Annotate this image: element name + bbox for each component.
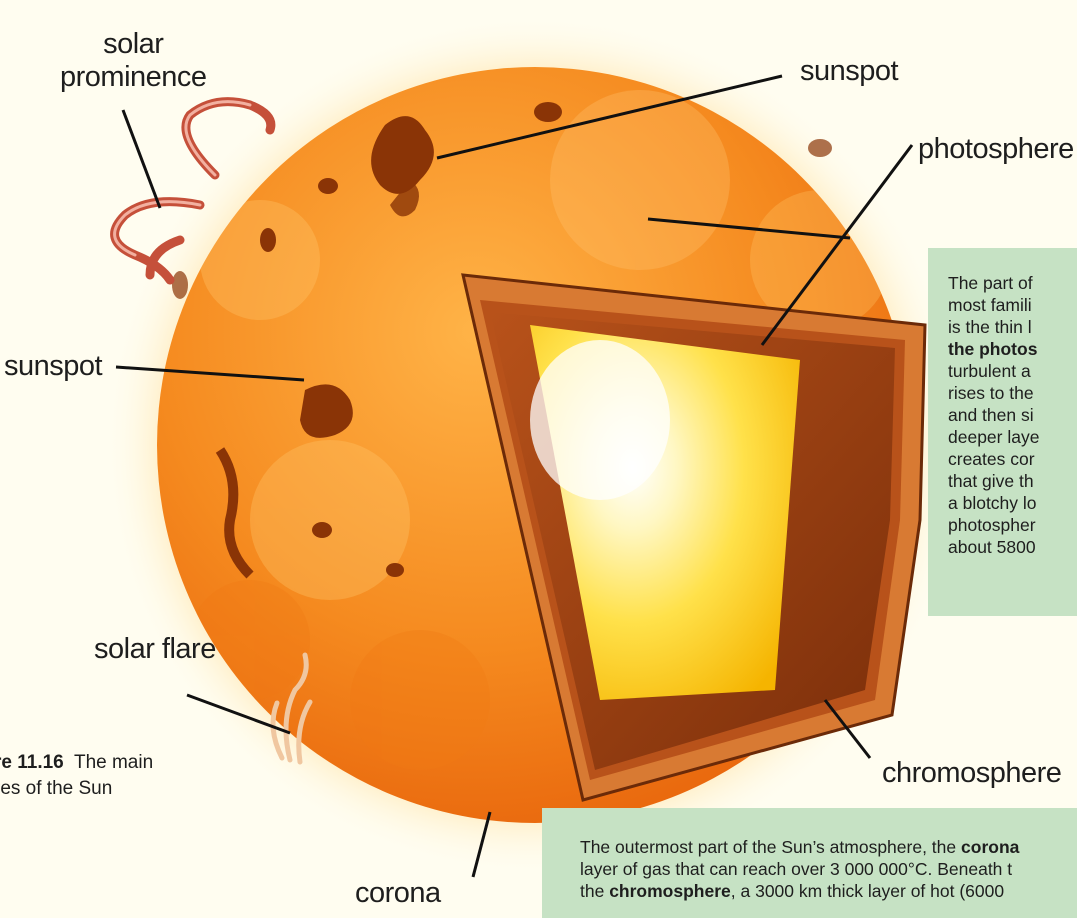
- photosphere-panel-line: turbulent a: [948, 360, 1077, 382]
- photosphere-panel-line: and then si: [948, 404, 1077, 426]
- label-sunspot-top: sunspot: [800, 55, 898, 88]
- photosphere-panel-line: photospher: [948, 514, 1077, 536]
- leader-solar-prominence: [123, 110, 160, 208]
- photosphere-panel-line: is the thin l: [948, 316, 1077, 338]
- photosphere-panel-line: The part of: [948, 272, 1077, 294]
- label-solar-prominence-line2: prominence: [60, 61, 207, 94]
- photosphere-panel-line: a blotchy lo: [948, 492, 1077, 514]
- corona-panel-line1: The outermost part of the Sun’s atmosphe…: [580, 836, 1077, 858]
- photosphere-panel-line: creates cor: [948, 448, 1077, 470]
- photosphere-panel-line: about 5800: [948, 536, 1077, 558]
- photosphere-info-panel: The part of most famili is the thin l th…: [928, 248, 1077, 616]
- label-solar-prominence: solar prominence: [60, 28, 207, 94]
- corona-info-panel: The outermost part of the Sun’s atmosphe…: [542, 808, 1077, 918]
- figure-number: re 11.16: [0, 752, 64, 773]
- label-sunspot-left: sunspot: [4, 350, 102, 383]
- label-solar-flare: solar flare: [94, 633, 216, 666]
- photosphere-panel-line: that give th: [948, 470, 1077, 492]
- photosphere-panel-line: deeper laye: [948, 426, 1077, 448]
- figure-caption: re 11.16 The main res of the Sun: [0, 750, 153, 802]
- corona-panel-line2: layer of gas that can reach over 3 000 0…: [580, 858, 1077, 880]
- label-chromosphere: chromosphere: [882, 757, 1061, 790]
- label-photosphere: photosphere: [918, 133, 1074, 166]
- photosphere-panel-line: most famili: [948, 294, 1077, 316]
- corona-panel-line3: the chromosphere, a 3000 km thick layer …: [580, 880, 1077, 902]
- photosphere-panel-line: rises to the: [948, 382, 1077, 404]
- label-corona: corona: [355, 877, 441, 910]
- figure-caption-line2: res of the Sun: [0, 776, 153, 802]
- figure-caption-line1: re 11.16 The main: [0, 750, 153, 776]
- label-solar-prominence-line1: solar: [60, 28, 207, 61]
- photosphere-panel-line: the photos: [948, 338, 1077, 360]
